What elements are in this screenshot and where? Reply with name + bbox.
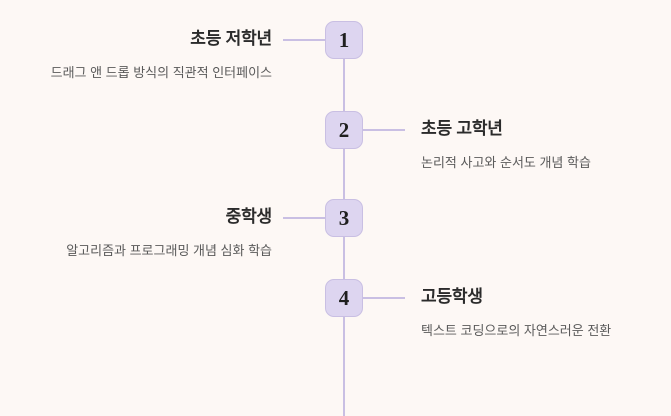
step-number-3: 3 xyxy=(338,205,350,230)
step-title-3: 중학생 xyxy=(225,207,273,226)
step-content-1: 초등 저학년 xyxy=(0,29,272,49)
step-title-2: 초등 고학년 xyxy=(421,119,503,138)
connector-line-1 xyxy=(283,39,325,41)
step-number-2: 2 xyxy=(338,117,350,142)
step-content-3: 중학생 xyxy=(0,207,273,227)
step-description-wrap-3: 알고리즘과 프로그래밍 개념 심화 학습 xyxy=(0,242,272,260)
step-title-4: 고등학생 xyxy=(421,287,483,306)
connector-line-2 xyxy=(363,129,405,131)
step-content-2: 초등 고학년 xyxy=(421,119,671,139)
step-description-wrap-2: 논리적 사고와 순서도 개념 학습 xyxy=(421,154,671,172)
step-number-4: 4 xyxy=(338,285,350,310)
step-description-wrap-4: 텍스트 코딩으로의 자연스러운 전환 xyxy=(421,322,671,340)
step-number-1: 1 xyxy=(338,27,350,52)
step-description-3: 알고리즘과 프로그래밍 개념 심화 학습 xyxy=(66,243,272,258)
connector-line-3 xyxy=(283,217,325,219)
step-badge-2[interactable]: 2 xyxy=(325,111,363,149)
step-description-2: 논리적 사고와 순서도 개념 학습 xyxy=(421,155,591,170)
step-title-1: 초등 저학년 xyxy=(190,29,272,48)
step-description-wrap-1: 드래그 앤 드롭 방식의 직관적 인터페이스 xyxy=(0,64,272,82)
step-badge-4[interactable]: 4 xyxy=(325,279,363,317)
step-description-4: 텍스트 코딩으로의 자연스러운 전환 xyxy=(421,323,612,338)
step-content-4: 고등학생 xyxy=(421,287,671,307)
connector-line-4 xyxy=(363,297,405,299)
step-badge-3[interactable]: 3 xyxy=(325,199,363,237)
step-description-1: 드래그 앤 드롭 방식의 직관적 인터페이스 xyxy=(50,65,272,80)
step-badge-1[interactable]: 1 xyxy=(325,21,363,59)
